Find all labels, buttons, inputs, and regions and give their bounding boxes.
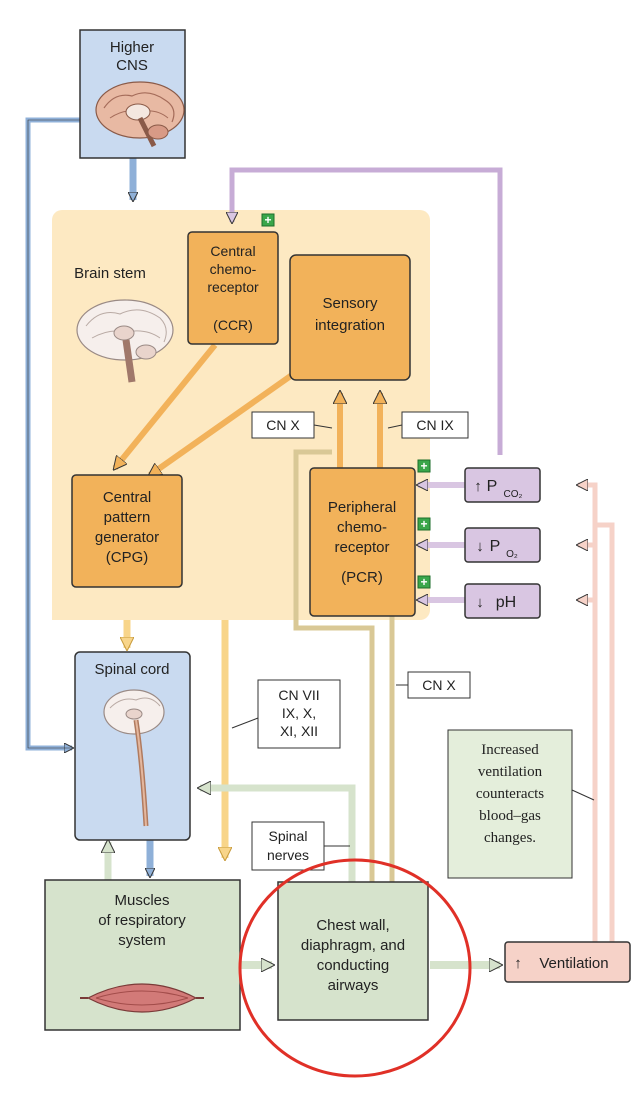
ventilation-feedback-line — [578, 485, 598, 942]
spinal-cord-label: Spinal cord — [94, 661, 169, 678]
chest-label-line3: conducting — [317, 957, 390, 974]
cn-ix-label: CN IX — [387, 411, 469, 439]
svg-text:IX, X,: IX, X, — [282, 705, 316, 721]
chest-label-line2: diaphragm, and — [301, 937, 405, 954]
brain-stem-label: Brain stem — [74, 265, 146, 282]
pcr-plus-badge-2: + — [417, 517, 431, 531]
cpg-box: Central pattern generator (CPG) — [71, 474, 183, 588]
muscles-label-line3: system — [118, 932, 166, 949]
svg-text:CO₂: CO₂ — [504, 489, 523, 500]
chest-label-line1: Chest wall, — [316, 917, 389, 934]
svg-text:blood–gas: blood–gas — [479, 808, 541, 824]
svg-text:changes.: changes. — [484, 830, 536, 846]
chest-wall-feedback-line-outer — [293, 449, 375, 882]
cn-cranial-label: CN VII IX, X, XI, XII — [231, 679, 341, 749]
svg-text:P: P — [490, 538, 501, 555]
brain-stem-region-extension — [52, 600, 247, 620]
pco2-to-ccr-arrow — [232, 167, 503, 455]
pcr-box: Peripheral chemo- receptor (PCR) — [309, 467, 416, 617]
chest-wall-box: Chest wall, diaphragm, and conducting ai… — [277, 881, 429, 1021]
svg-text:Spinal: Spinal — [269, 828, 308, 844]
sensory-to-cpg-arrow — [150, 372, 294, 478]
svg-text:CN X: CN X — [422, 677, 456, 693]
pcr-label-line4: (PCR) — [341, 569, 383, 586]
svg-text:Increased: Increased — [481, 742, 539, 758]
svg-text:pH: pH — [496, 594, 516, 611]
chest-label-line4: airways — [328, 977, 379, 994]
higher-cns-label-line1: Higher — [110, 39, 154, 56]
sensory-integration-box: Sensory integration — [289, 254, 411, 381]
svg-text:↓: ↓ — [476, 538, 484, 555]
ccr-label-line3: receptor — [207, 279, 259, 295]
spinal-cord-box: Spinal cord — [74, 651, 191, 841]
ventilation-feedback-branch — [595, 522, 615, 942]
pcr-label-line2: chemo- — [337, 519, 387, 536]
ccr-label-line1: Central — [210, 243, 255, 259]
muscles-box: Muscles of respiratory system — [44, 879, 241, 1031]
svg-text:+: + — [264, 213, 271, 227]
svg-text:XI, XII: XI, XII — [280, 723, 318, 739]
cn-x-top-label: CN X — [251, 411, 333, 439]
svg-text:Ventilation: Ventilation — [539, 955, 608, 972]
svg-text:P: P — [487, 478, 498, 495]
sensory-label-line1: Sensory — [322, 295, 378, 312]
pcr-label-line3: receptor — [334, 539, 389, 556]
higher-cns-box: Higher CNS — [79, 29, 186, 159]
ph-box: ↓ pH — [464, 583, 541, 619]
svg-text:O₂: O₂ — [506, 549, 518, 560]
brain-icon — [95, 81, 185, 148]
brain-stem-brain-icon — [76, 299, 174, 383]
ccr-box: Central chemo- receptor (CCR) — [187, 231, 279, 345]
svg-text:counteracts: counteracts — [476, 786, 544, 802]
cpg-label-line2: pattern — [104, 509, 151, 526]
ccr-to-cpg-arrow — [115, 343, 218, 468]
svg-text:↑: ↑ — [474, 478, 482, 495]
higher-cns-label-line2: CNS — [116, 57, 148, 74]
svg-text:+: + — [420, 517, 427, 531]
svg-text:↓: ↓ — [476, 594, 484, 611]
highlight-circle — [238, 858, 472, 1078]
svg-text:+: + — [420, 575, 427, 589]
cpg-label-line4: (CPG) — [106, 549, 149, 566]
pcr-plus-badge-1: + — [417, 459, 431, 473]
svg-text:nerves: nerves — [267, 847, 309, 863]
ccr-label-line4: (CCR) — [213, 317, 253, 333]
spinal-cord-icon — [103, 689, 165, 827]
chest-wall-feedback-line-inner — [380, 609, 395, 882]
muscles-label-line1: Muscles — [114, 892, 169, 909]
pco2-box: ↑ P CO₂ — [464, 467, 541, 503]
muscles-label-line2: of respiratory — [98, 912, 186, 929]
sensory-label-line2: integration — [315, 317, 385, 334]
svg-text:CN IX: CN IX — [416, 417, 454, 433]
muscle-icon — [80, 983, 204, 1013]
ventilation-box: ↑ Ventilation — [504, 941, 631, 983]
svg-text:+: + — [420, 459, 427, 473]
pcr-plus-badge-3: + — [417, 575, 431, 589]
pcr-label-line1: Peripheral — [328, 499, 396, 516]
cpg-label-line3: generator — [95, 529, 159, 546]
cpg-label-line1: Central — [103, 489, 151, 506]
svg-text:↑: ↑ — [514, 955, 522, 972]
cn-x-mid-label: CN X — [396, 671, 471, 699]
chest-wall-to-spinal-cord-arrow — [200, 788, 356, 882]
ccr-plus-badge: + — [261, 213, 275, 227]
increased-ventilation-note: Increased ventilation counteracts blood–… — [447, 729, 595, 879]
svg-text:ventilation: ventilation — [478, 764, 543, 780]
svg-text:CN VII: CN VII — [278, 687, 319, 703]
svg-text:CN X: CN X — [266, 417, 300, 433]
ccr-label-line2: chemo- — [210, 261, 257, 277]
po2-box: ↓ P O₂ — [464, 527, 541, 563]
spinal-nerves-label: Spinal nerves — [251, 821, 350, 871]
